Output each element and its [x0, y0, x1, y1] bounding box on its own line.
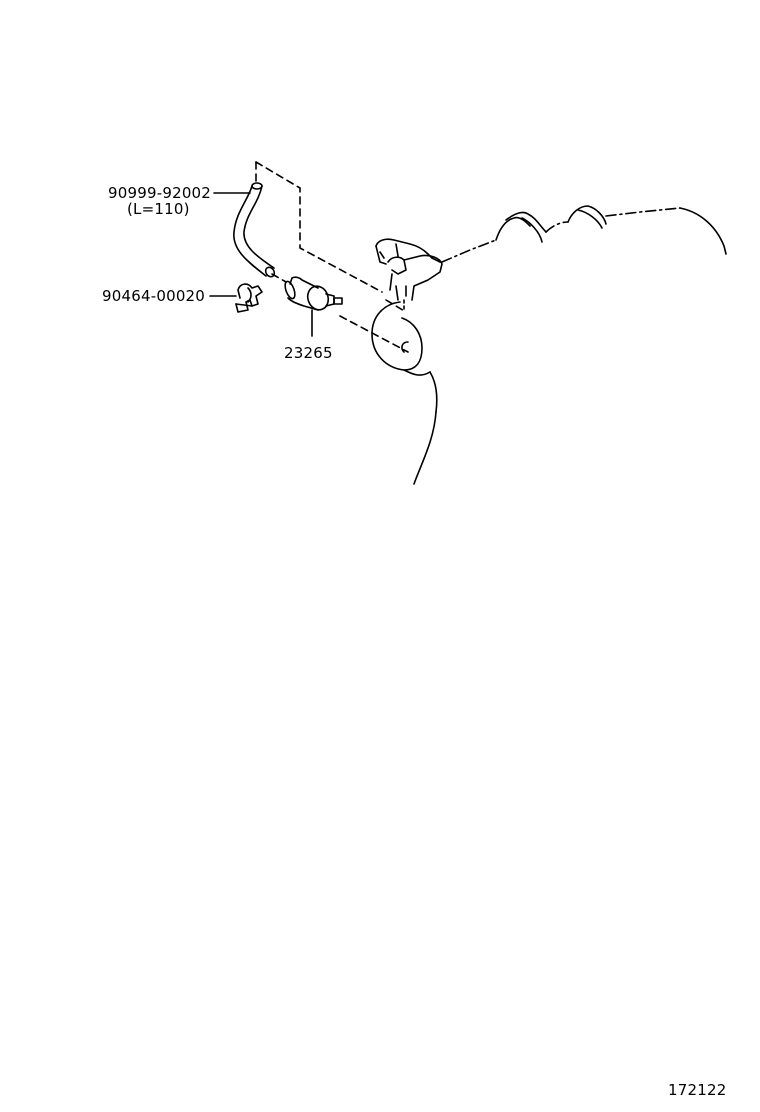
part-label-hose-length: (L=110) — [127, 200, 190, 218]
part-label-filter: 23265 — [284, 344, 333, 362]
part-label-clamp: 90464-00020 — [102, 287, 206, 305]
hose-clamp-icon — [236, 284, 262, 312]
diagram-number: 172122 — [668, 1081, 727, 1099]
part-label-hose: 90999-92002 — [108, 184, 212, 202]
assembly-guide-lines — [256, 162, 408, 352]
fuel-filter-icon — [283, 277, 342, 336]
leader-lines — [210, 193, 250, 296]
vacuum-hose-icon — [234, 183, 276, 278]
engine-outline-icon — [372, 206, 726, 484]
